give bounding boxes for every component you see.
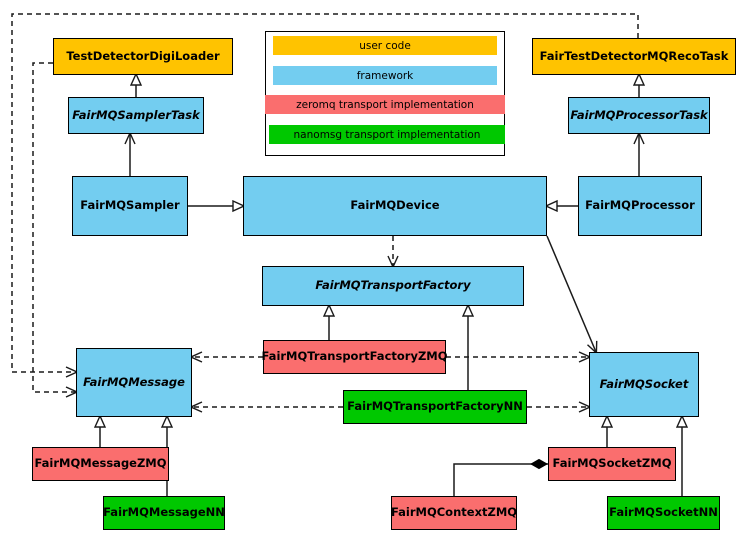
class-node-fairmqsamplertask[interactable]: FairMQSamplerTask <box>68 97 204 134</box>
class-node-fairmqtransportfactoryzmq[interactable]: FairMQTransportFactoryZMQ <box>262 340 448 374</box>
edge-digiloader-message <box>32 62 76 392</box>
class-node-fairmqprocessortask[interactable]: FairMQProcessorTask <box>568 97 710 134</box>
class-node-fairmqtransportfactory[interactable]: FairMQTransportFactory <box>262 266 524 306</box>
class-node-fairmqmessagenn[interactable]: FairMQMessageNN <box>103 496 225 530</box>
class-node-testdetectordigiloader[interactable]: TestDetectorDigiLoader <box>53 38 233 75</box>
class-node-fairmqcontextzmq[interactable]: FairMQContextZMQ <box>391 496 517 530</box>
class-node-fairmqsocket[interactable]: FairMQSocket <box>589 352 699 417</box>
edge-recotask-message <box>11 13 639 372</box>
edge-socketzmq-contextzmq <box>453 464 548 496</box>
class-node-fairtestdetectormqrecotask[interactable]: FairTestDetectorMQRecoTask <box>532 38 736 75</box>
class-node-fairmqmessage[interactable]: FairMQMessage <box>76 348 192 417</box>
edge-device-socket <box>546 235 596 352</box>
class-node-fairmqprocessor[interactable]: FairMQProcessor <box>578 176 702 236</box>
legend-item-nanomsg: nanomsg transport implementation <box>269 125 505 144</box>
legend-item-user-code: user code <box>273 36 497 55</box>
class-node-fairmqdevice[interactable]: FairMQDevice <box>243 176 547 236</box>
class-node-fairmqsocketnn[interactable]: FairMQSocketNN <box>607 496 720 530</box>
class-node-fairmqsocketzmq[interactable]: FairMQSocketZMQ <box>548 447 676 481</box>
class-node-fairmqmessagezmq[interactable]: FairMQMessageZMQ <box>32 447 169 481</box>
class-node-fairmqsampler[interactable]: FairMQSampler <box>72 176 188 236</box>
legend-item-framework: framework <box>273 66 497 85</box>
legend-item-zeromq: zeromq transport implementation <box>265 95 505 114</box>
class-node-fairmqtransportfactorynn[interactable]: FairMQTransportFactoryNN <box>343 390 527 424</box>
